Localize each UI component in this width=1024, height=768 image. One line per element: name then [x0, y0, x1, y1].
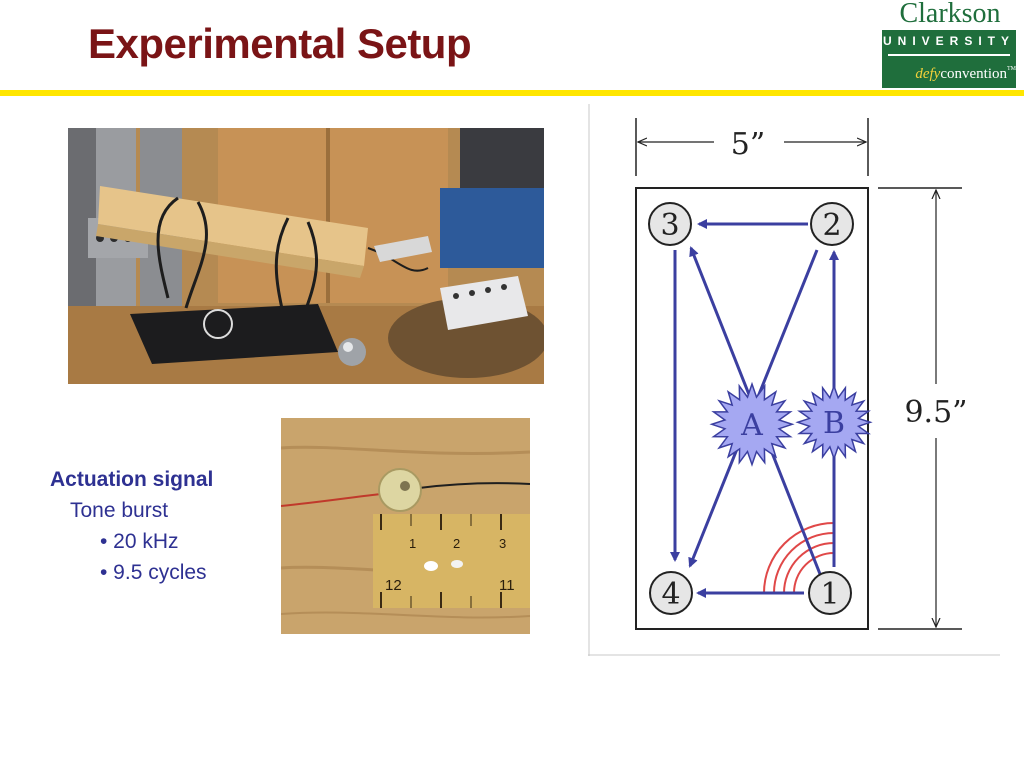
width-label: 5”: [731, 127, 765, 162]
logo-trademark: TM: [1007, 66, 1016, 72]
logo-tagline-defy: defy: [915, 66, 941, 82]
ruler-number-2: 2: [453, 536, 460, 551]
sensor-illustration: 1 2 3 12 11: [281, 418, 530, 634]
sensor-4: 4: [649, 571, 693, 615]
logo-badge: UNIVERSITY defyconventionTM: [882, 30, 1016, 88]
slide-title: Experimental Setup: [88, 20, 472, 67]
sensor-1: 1: [808, 571, 852, 615]
ruler-number-12: 12: [385, 577, 402, 594]
title-underline: [0, 90, 1024, 96]
ruler-number-3: 3: [499, 536, 506, 551]
wave-arcs: [763, 522, 835, 594]
damage-label-a: A: [740, 408, 763, 443]
plate-diagram: 5” 9.5” A B: [588, 104, 1000, 656]
damage-label-b: B: [823, 406, 845, 441]
height-label: 9.5”: [904, 395, 967, 430]
ruler-number-11: 11: [499, 577, 515, 594]
sensor-photo: 1 2 3 12 11: [281, 418, 530, 634]
sensor-3: 3: [648, 202, 692, 246]
width-dimension: [635, 118, 869, 176]
sensor-label-3: 3: [660, 208, 679, 243]
sensor-2: 2: [810, 202, 854, 246]
actuation-heading: Actuation signal: [50, 468, 214, 491]
sensor-label-2: 2: [822, 208, 841, 243]
plate-diagram-svg: 5” 9.5” A B: [588, 104, 1000, 656]
apparatus-illustration: [68, 128, 544, 384]
sensor-label-4: 4: [661, 577, 680, 612]
logo-wordmark: Clarkson: [899, 0, 1001, 29]
ruler-number-1: 1: [409, 536, 416, 551]
sensor-label-1: 1: [820, 577, 839, 612]
actuation-bullet: • 20 kHz: [100, 530, 179, 553]
plate-outline: [635, 187, 869, 630]
damage-marker-a: [709, 381, 795, 467]
actuation-bullet: • 9.5 cycles: [100, 561, 207, 584]
height-dimension: [878, 187, 962, 630]
logo-stripe: [888, 54, 1010, 56]
logo-tagline: defyconventionTM: [882, 66, 1016, 83]
university-logo: Clarkson UNIVERSITY defyconventionTM: [880, 0, 1020, 90]
logo-university-text: UNIVERSITY: [882, 34, 1015, 48]
ruler-ticks: [380, 514, 502, 608]
apparatus-photo: [68, 128, 544, 384]
actuation-type: Tone burst: [70, 499, 169, 522]
damage-marker-b: [795, 383, 873, 461]
actuation-signal-block: Actuation signal Tone burst • 20 kHz • 9…: [50, 464, 213, 588]
logo-tagline-convention: convention: [940, 66, 1007, 82]
